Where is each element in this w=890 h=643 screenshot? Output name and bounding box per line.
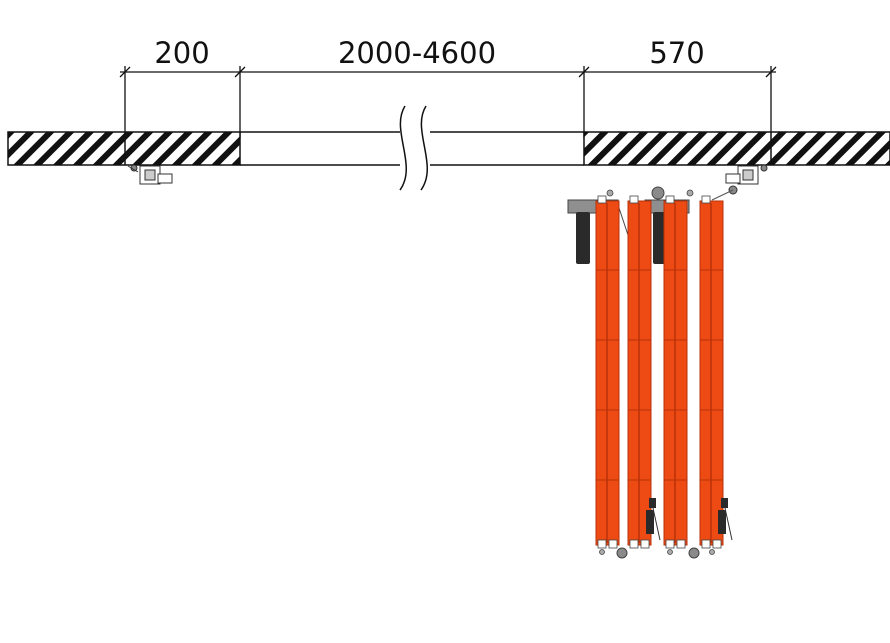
panel-segment-lines: [596, 269, 723, 481]
bracket-left: [127, 164, 173, 185]
door-panel-4: [699, 200, 724, 546]
dimension-label-left: 200: [154, 36, 209, 70]
bracket-right: [711, 164, 768, 201]
bottom-hardware: [599, 498, 733, 559]
door-panel-3: [663, 200, 688, 546]
door-panel-1: [595, 200, 620, 546]
wall-section-left: [7, 131, 241, 166]
dimension-line: [119, 66, 777, 138]
wall-section-right: [583, 131, 890, 166]
dimension-label-right: 570: [649, 36, 704, 70]
door-panel-2: [627, 200, 652, 546]
break-symbol: [399, 105, 430, 191]
dimension-label-middle: 2000-4600: [338, 36, 496, 70]
panel-end-caps: [597, 195, 722, 549]
